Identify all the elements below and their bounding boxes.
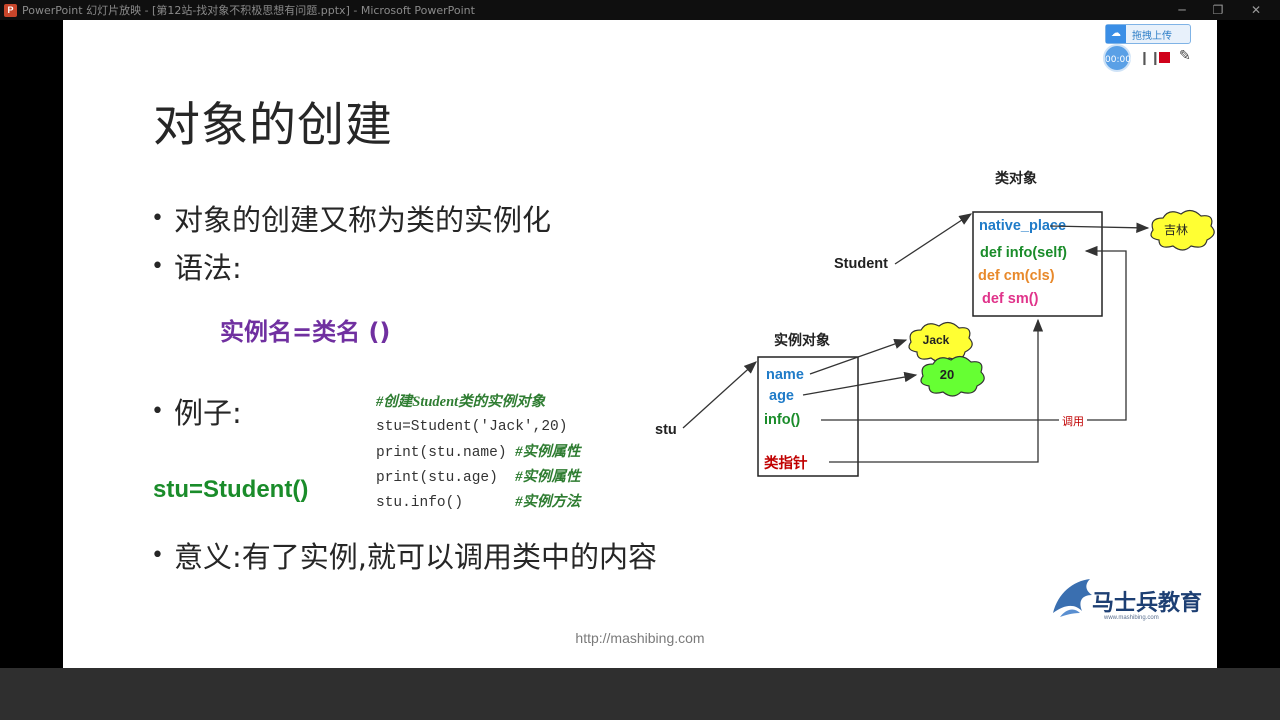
upload-label: 拖拽上传 [1132, 30, 1172, 42]
restore-button[interactable]: ❐ [1212, 3, 1224, 17]
slide-title: 对象的创建 [153, 98, 393, 153]
bullet-dot: • [151, 398, 164, 424]
native-place-arrow [1049, 222, 1150, 233]
student-label: Student [834, 256, 888, 272]
bullet-3: • 例子: [151, 390, 242, 432]
jack-value: Jack [923, 333, 950, 347]
code-example: #创建Student类的实例对象 stu=Student('Jack',20) … [376, 390, 580, 515]
info-call-arrow [821, 245, 1127, 421]
code-text: stu=Student('Jack',20) [376, 419, 568, 435]
bullet-2-text: 语法: [173, 251, 242, 285]
stop-icon[interactable] [1159, 52, 1170, 63]
powerpoint-icon: P [4, 3, 17, 17]
syntax-formula: 实例名=类名 () [220, 318, 391, 346]
info-method: def info(self) [980, 245, 1067, 261]
object-diagram: 类对象 native_place def info(self) def cm(c… [655, 170, 1215, 477]
bullet-3-text: 例子: [173, 396, 242, 430]
code-line: #创建Student类的实例对象 [376, 390, 580, 415]
logo-text: 马士兵教育 [1092, 591, 1203, 616]
bullet-4-text: 意义:有了实例,就可以调用类中的内容 [173, 540, 657, 574]
logo-subtext: www.mashibing.com [1104, 615, 1159, 621]
call-label: 调用 [1062, 415, 1084, 428]
right-panel [1217, 20, 1280, 668]
mashibing-logo: 马士兵教育 www.mashibing.com [1048, 573, 1202, 633]
age-value: 20 [940, 367, 954, 382]
code-text: print(stu.age) [376, 470, 516, 486]
instance-age-attr: age [769, 388, 794, 404]
window-title-bar: P PowerPoint 幻灯片放映 - [第12站-找对象不积极思想有问题.p… [0, 0, 1280, 20]
name-arrow [809, 339, 908, 375]
code-line: print(stu.age) #实例属性 [376, 465, 580, 490]
bullet-2: • 语法: [151, 245, 242, 287]
age-cloud [920, 355, 985, 397]
minimize-button[interactable]: ─ [1178, 3, 1186, 17]
instance-object-box [757, 356, 859, 477]
stu-arrow [682, 361, 757, 429]
code-text: print(stu.name) [376, 445, 516, 461]
code-line: stu.info() #实例方法 [376, 490, 580, 515]
jilin-cloud [1150, 209, 1215, 251]
code-comment: #实例属性 [515, 444, 581, 460]
slide-canvas: 对象的创建 • 对象的创建又称为类的实例化 • 语法: 实例名=类名 () • … [63, 20, 1217, 668]
pen-icon[interactable]: ✎ [1179, 48, 1191, 64]
pause-icon[interactable]: ❙❙ [1139, 51, 1161, 66]
student-arrow [894, 213, 973, 265]
recording-widget: ☁ 拖拽上传 00:00 ❙❙ ✎ [1103, 22, 1207, 72]
sm-method: def sm() [982, 291, 1039, 307]
bullet-dot: • [151, 253, 164, 279]
class-pointer-arrow [829, 318, 1044, 463]
instance-object-label: 实例对象 [774, 332, 830, 348]
close-button[interactable]: ✕ [1250, 3, 1262, 17]
code-text: stu.info() [376, 495, 516, 511]
class-pointer: 类指针 [764, 454, 808, 472]
bullet-dot: • [151, 542, 164, 568]
code-comment: #实例属性 [515, 469, 581, 485]
upload-button[interactable]: ☁ 拖拽上传 [1105, 24, 1191, 44]
bullet-1-text: 对象的创建又称为类的实例化 [173, 203, 551, 237]
class-object-box [972, 211, 1103, 317]
stu-label: stu [655, 422, 677, 438]
code-comment: #创建Student类的实例对象 [376, 394, 546, 410]
code-line: stu=Student('Jack',20) [376, 415, 580, 440]
cloud-upload-icon: ☁ [1106, 25, 1126, 43]
bullet-dot: • [151, 205, 164, 231]
bullet-1: • 对象的创建又称为类的实例化 [151, 197, 551, 239]
instance-name-attr: name [766, 367, 804, 383]
jilin-value: 吉林 [1164, 223, 1188, 237]
call-label-bg [1059, 413, 1087, 427]
cm-method: def cm(cls) [978, 268, 1055, 284]
taskbar [0, 668, 1280, 720]
window-title: PowerPoint 幻灯片放映 - [第12站-找对象不积极思想有问题.ppt… [22, 4, 475, 17]
record-timer: 00:00 [1103, 44, 1131, 72]
jack-cloud [908, 321, 973, 363]
horse-logo-icon [1053, 579, 1092, 617]
footer-url: http://mashibing.com [575, 630, 705, 646]
class-object-label: 类对象 [995, 170, 1037, 186]
age-arrow [802, 371, 918, 396]
code-comment: #实例方法 [515, 494, 581, 510]
stu-instance-example: stu=Student() [153, 476, 309, 503]
native-place-attr: native_place [979, 218, 1066, 234]
bullet-4: • 意义:有了实例,就可以调用类中的内容 [151, 534, 657, 576]
code-line: print(stu.name) #实例属性 [376, 440, 580, 465]
instance-info-method: info() [764, 412, 800, 428]
